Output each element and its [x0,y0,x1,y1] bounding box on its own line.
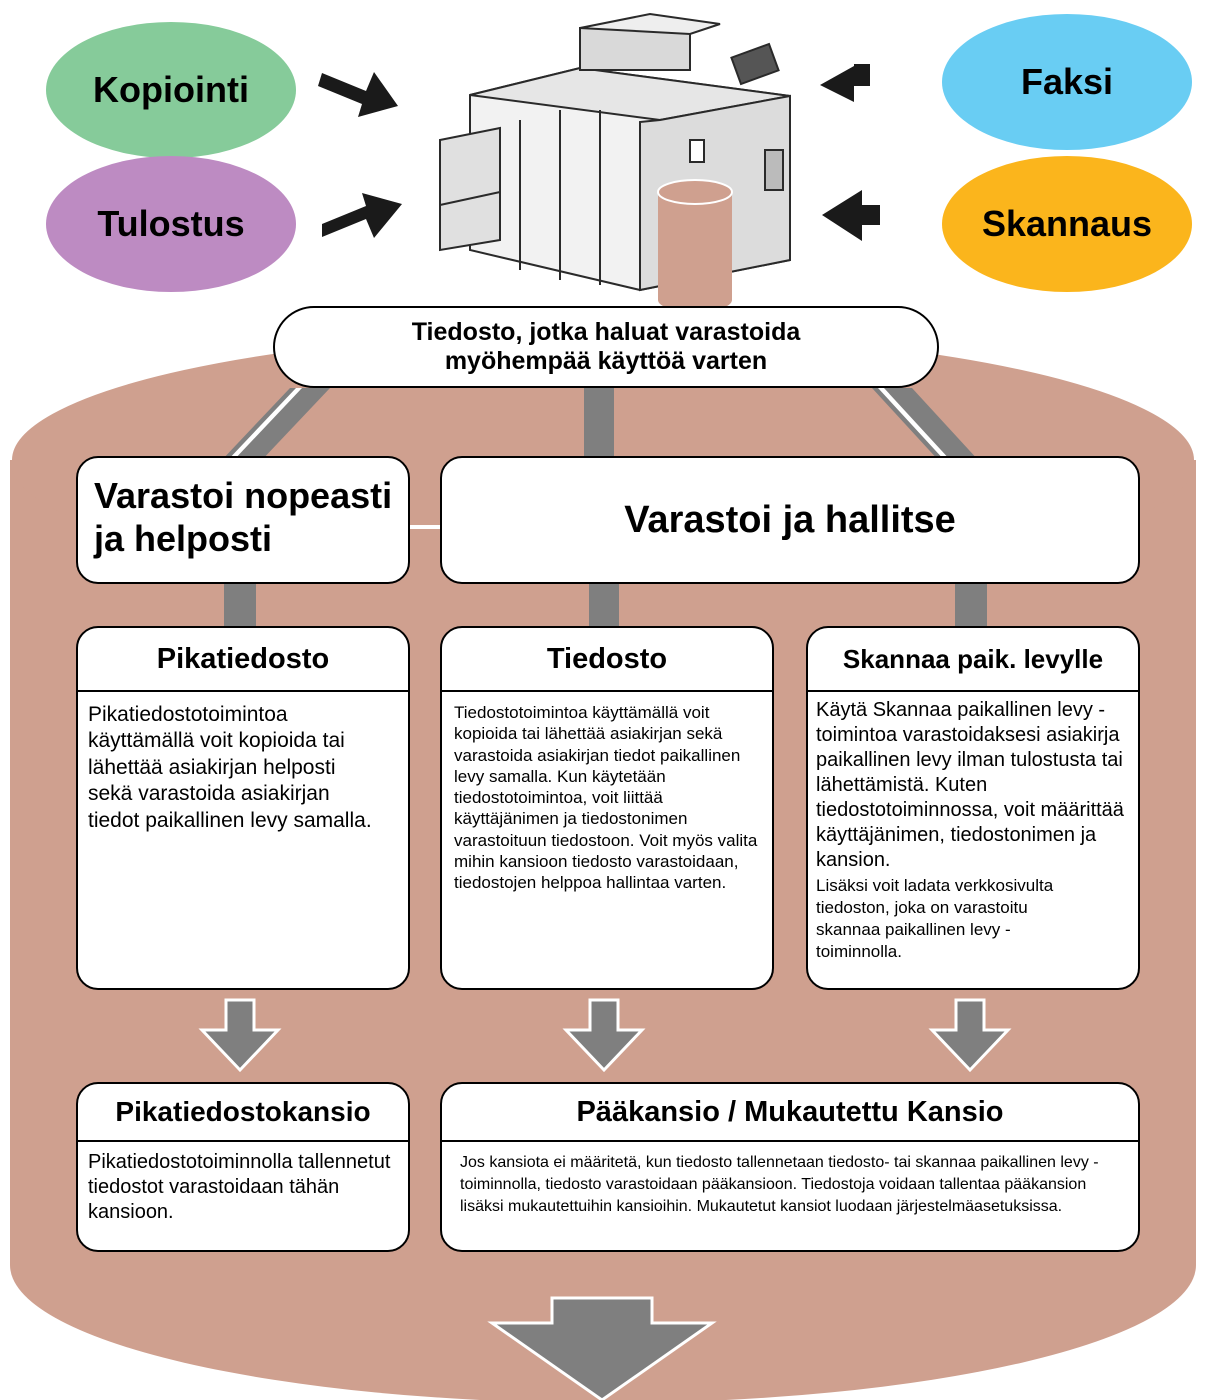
scan-label: Skannaus [981,203,1153,244]
quick-file-card: Pikatiedosto Pikatiedostotoimintoa käytt… [76,626,410,990]
quick-folder-text: Pikatiedostotoiminnolla tallennetut tied… [88,1151,391,1224]
quick-store-box: Varastoi nopeasti ja helposti [76,456,410,584]
arrow-copy-to-printer [318,72,398,117]
main-folder-text: Jos kansiota ei määritetä, kun tiedosto … [460,1154,1099,1215]
fax-label: Faksi [1020,61,1114,102]
arrow-down-scan [928,998,1012,1073]
quick-file-text: Pikatiedostotoimintoa käyttämällä voit k… [88,703,372,832]
quick-folder-title: Pikatiedostokansio [78,1084,408,1142]
arrow-down-quick [198,998,282,1073]
header-line-1: Tiedosto, jotka haluat varastoida [411,318,801,347]
scan-disk-card: Skannaa paik. levylle Käytä Skannaa paik… [806,626,1140,990]
big-down-arrow [487,1296,717,1400]
file-text: Tiedostotoimintoa käyttämällä voit kopio… [454,703,758,892]
printer-icon [439,12,791,292]
arrow-fax-to-printer [820,64,870,102]
quick-file-title: Pikatiedosto [78,628,408,692]
print-source-oval: Tulostus [46,156,296,292]
gray-connectors [220,388,987,627]
quick-store-line-2: ja helposti [94,518,273,560]
store-manage-label: Varastoi ja hallitse [624,498,956,541]
store-manage-box: Varastoi ja hallitse [440,456,1140,584]
copy-source-oval: Kopiointi [46,22,296,158]
header-line-2: myöhempää käyttöä varten [444,347,768,375]
down-arrows [198,998,1012,1073]
arrow-scan-to-printer [822,190,880,241]
scan-disk-title: Skannaa paik. levylle [808,628,1138,692]
quick-store-line-1: Varastoi nopeasti [94,475,393,516]
copy-label: Kopiointi [93,69,249,110]
file-title: Tiedosto [442,628,772,692]
scan-disk-text-extra: Lisäksi voit ladata verkkosivulta tiedos… [816,876,1054,962]
disk-icon [657,179,733,312]
scan-disk-text-main: Käytä Skannaa paikallinen levy -toiminto… [816,699,1124,871]
arrow-print-to-printer [322,193,402,238]
arrow-down-file [562,998,646,1073]
file-card: Tiedosto Tiedostotoimintoa käyttämällä v… [440,626,774,990]
main-folder-title: Pääkansio / Mukautettu Kansio [442,1084,1138,1142]
fax-source-oval: Faksi [942,14,1192,150]
print-label: Tulostus [97,203,245,244]
header-box: Tiedosto, jotka haluat varastoida myöhem… [273,306,939,388]
quick-folder-box: Pikatiedostokansio Pikatiedostotoiminnol… [76,1082,410,1252]
main-folder-box: Pääkansio / Mukautettu Kansio Jos kansio… [440,1082,1140,1252]
scan-source-oval: Skannaus [942,156,1192,292]
input-arrows [318,64,880,241]
